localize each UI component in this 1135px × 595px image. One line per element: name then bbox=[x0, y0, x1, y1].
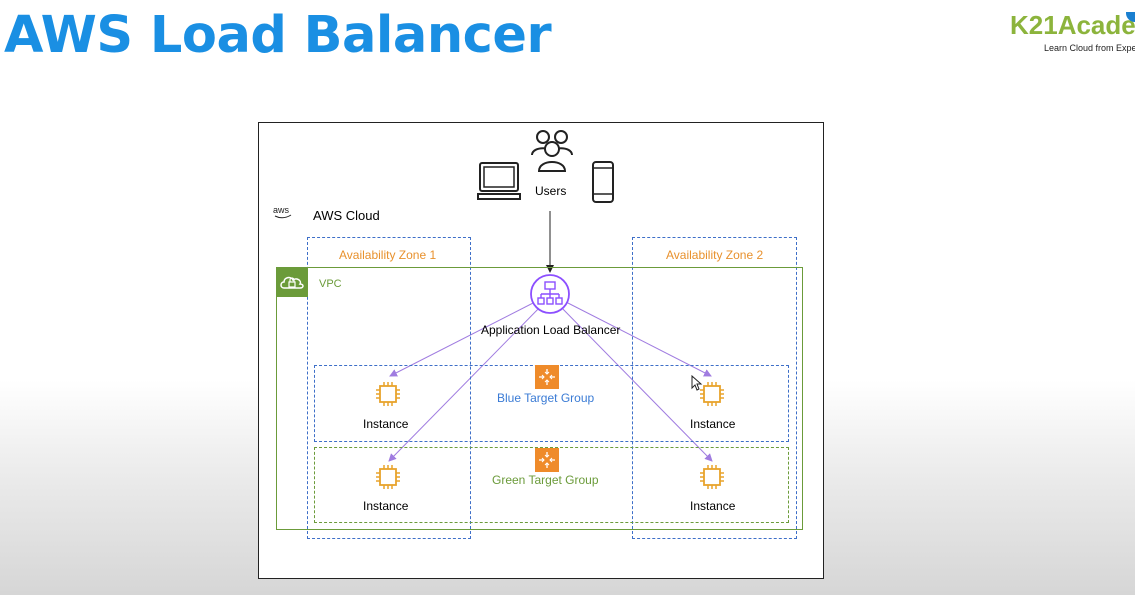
alb-to-blue-az2-arrow bbox=[563, 300, 712, 377]
users-label: Users bbox=[535, 184, 567, 198]
aws-cloud-label: AWS Cloud bbox=[313, 208, 380, 223]
green-target-group bbox=[314, 447, 789, 523]
alb-to-green-az2-arrow bbox=[556, 302, 713, 462]
users-icon bbox=[531, 130, 573, 172]
alb-to-green-az1-arrow bbox=[388, 302, 545, 462]
instance-chip-icon bbox=[700, 382, 724, 406]
alb-to-blue-az1-arrow bbox=[389, 300, 538, 377]
instance-chip-icon bbox=[376, 465, 400, 489]
green-target-group-label: Green Target Group bbox=[492, 473, 599, 487]
instance-green-az1-label: Instance bbox=[363, 499, 409, 513]
instance-chip-icon bbox=[376, 382, 400, 406]
availability-zone-1 bbox=[307, 237, 471, 539]
mobile-phone-icon bbox=[592, 161, 614, 203]
availability-zone-2 bbox=[632, 237, 797, 539]
mouse-cursor-icon bbox=[691, 375, 703, 391]
logo-brand: K21Acade bbox=[1010, 12, 1135, 40]
instance-blue-az1-label: Instance bbox=[363, 417, 409, 431]
application-load-balancer-label: Application Load Balancer bbox=[481, 323, 621, 337]
laptop-icon bbox=[477, 162, 521, 200]
k21-logo: K21Acade Learn Cloud from Expe bbox=[1010, 12, 1135, 58]
instance-green-az2-label: Instance bbox=[690, 499, 736, 513]
instance-chip-icon bbox=[700, 465, 724, 489]
vpc-cloud-lock-icon bbox=[276, 267, 308, 297]
instance-blue-az2-label: Instance bbox=[690, 417, 736, 431]
logo-dot bbox=[1126, 12, 1135, 22]
diagram-frame: Users aws AWS Cloud Availability Zone 1 … bbox=[258, 122, 824, 579]
availability-zone-2-label: Availability Zone 2 bbox=[666, 248, 764, 262]
connection-lines bbox=[388, 211, 713, 462]
aws-badge: aws bbox=[273, 205, 290, 215]
green-target-group-icon bbox=[535, 448, 559, 472]
logo-tagline: Learn Cloud from Expe bbox=[1044, 43, 1135, 53]
availability-zone-1-label: Availability Zone 1 bbox=[339, 248, 437, 262]
blue-target-group-label: Blue Target Group bbox=[497, 391, 595, 405]
vpc-label: VPC bbox=[319, 278, 342, 290]
blue-target-group-icon bbox=[535, 365, 559, 389]
vpc-boundary bbox=[276, 267, 803, 530]
application-load-balancer-icon bbox=[530, 274, 570, 314]
aws-logo-icon: aws bbox=[273, 205, 292, 219]
page-title: AWS Load Balancer bbox=[4, 6, 552, 65]
